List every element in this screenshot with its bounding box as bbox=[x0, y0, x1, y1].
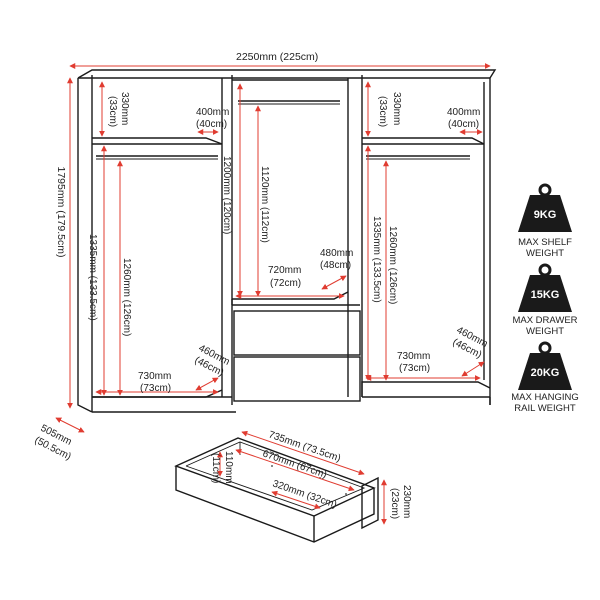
weight-panel: 9KG MAX SHELF WEIGHT 15KG MAX DRAWER WEI… bbox=[511, 183, 579, 414]
total-width-label: 2250mm (225cm) bbox=[236, 51, 318, 63]
drawer-front-height-1: 230mm bbox=[401, 485, 412, 518]
center-depth-2: (48cm) bbox=[320, 260, 351, 271]
right-base-width-2: (73cm) bbox=[399, 363, 430, 374]
drawer-weight: 15KG MAX DRAWER WEIGHT bbox=[512, 263, 578, 337]
rail-weight-value: 20KG bbox=[531, 367, 560, 379]
drawer-inner-height-2: (11cm) bbox=[210, 453, 221, 483]
center-height-2: 1120mm (112cm) bbox=[259, 166, 270, 243]
left-top-height-1: 330mm bbox=[119, 92, 130, 125]
right-top-height-1: 330mm bbox=[391, 92, 402, 125]
shelf-weight: 9KG MAX SHELF WEIGHT bbox=[518, 183, 572, 259]
right-shelf-depth-1: 400mm bbox=[447, 107, 480, 118]
left-inner-1: 1335mm (133.5cm) bbox=[87, 234, 98, 321]
rail-weight-label-2: RAIL WEIGHT bbox=[514, 403, 576, 414]
wardrobe-outline bbox=[77, 69, 497, 413]
drawer-front-height-2: (23cm) bbox=[389, 488, 400, 519]
left-shelf-depth-1: 400mm bbox=[196, 107, 229, 118]
drawer-weight-value: 15KG bbox=[531, 289, 560, 301]
drawer-weight-label-2: WEIGHT bbox=[526, 326, 564, 337]
right-inner-2: 1260mm (126cm) bbox=[387, 226, 398, 304]
center-width-1: 720mm bbox=[268, 265, 301, 276]
shelf-weight-label-2: WEIGHT bbox=[526, 248, 564, 259]
left-shelf-depth-2: (40cm) bbox=[196, 119, 227, 130]
dimension-labels: 2250mm (225cm) 1795mm (179.5cm) 505mm (5… bbox=[33, 51, 490, 463]
weight-icon bbox=[518, 183, 572, 232]
right-top-height-2: (33cm) bbox=[377, 96, 388, 127]
drawer-detail: 735mm (73.5cm) 670mm (67cm) 320mm (32cm)… bbox=[174, 429, 412, 543]
weight-icon bbox=[518, 263, 572, 312]
rail-weight-label-1: MAX HANGING bbox=[511, 392, 579, 403]
drawer-weight-label-1: MAX DRAWER bbox=[512, 315, 577, 326]
right-inner-1: 1335mm (133.5cm) bbox=[371, 216, 382, 303]
center-width-2: (72cm) bbox=[270, 278, 301, 289]
left-top-height-2: (33cm) bbox=[107, 96, 118, 127]
rail-weight: 20KG MAX HANGING RAIL WEIGHT bbox=[511, 341, 579, 414]
center-height-1: 1200mm (120cm) bbox=[221, 156, 232, 234]
left-base-width-1: 730mm bbox=[138, 371, 171, 382]
total-height-label: 1795mm (179.5cm) bbox=[55, 166, 67, 257]
depth-line bbox=[55, 417, 85, 433]
dimension-lines bbox=[55, 63, 491, 433]
shelf-weight-label-1: MAX SHELF bbox=[518, 237, 572, 248]
left-base-width-2: (73cm) bbox=[140, 383, 171, 394]
weight-icon bbox=[518, 341, 572, 390]
shelf-weight-value: 9KG bbox=[534, 209, 557, 221]
left-inner-2: 1260mm (126cm) bbox=[121, 258, 132, 336]
right-base-width-1: 730mm bbox=[397, 351, 430, 362]
drawer-inner-height-1: 110mm bbox=[223, 451, 234, 484]
right-shelf-depth-2: (40cm) bbox=[448, 119, 479, 130]
center-depth-1: 480mm bbox=[320, 248, 353, 259]
